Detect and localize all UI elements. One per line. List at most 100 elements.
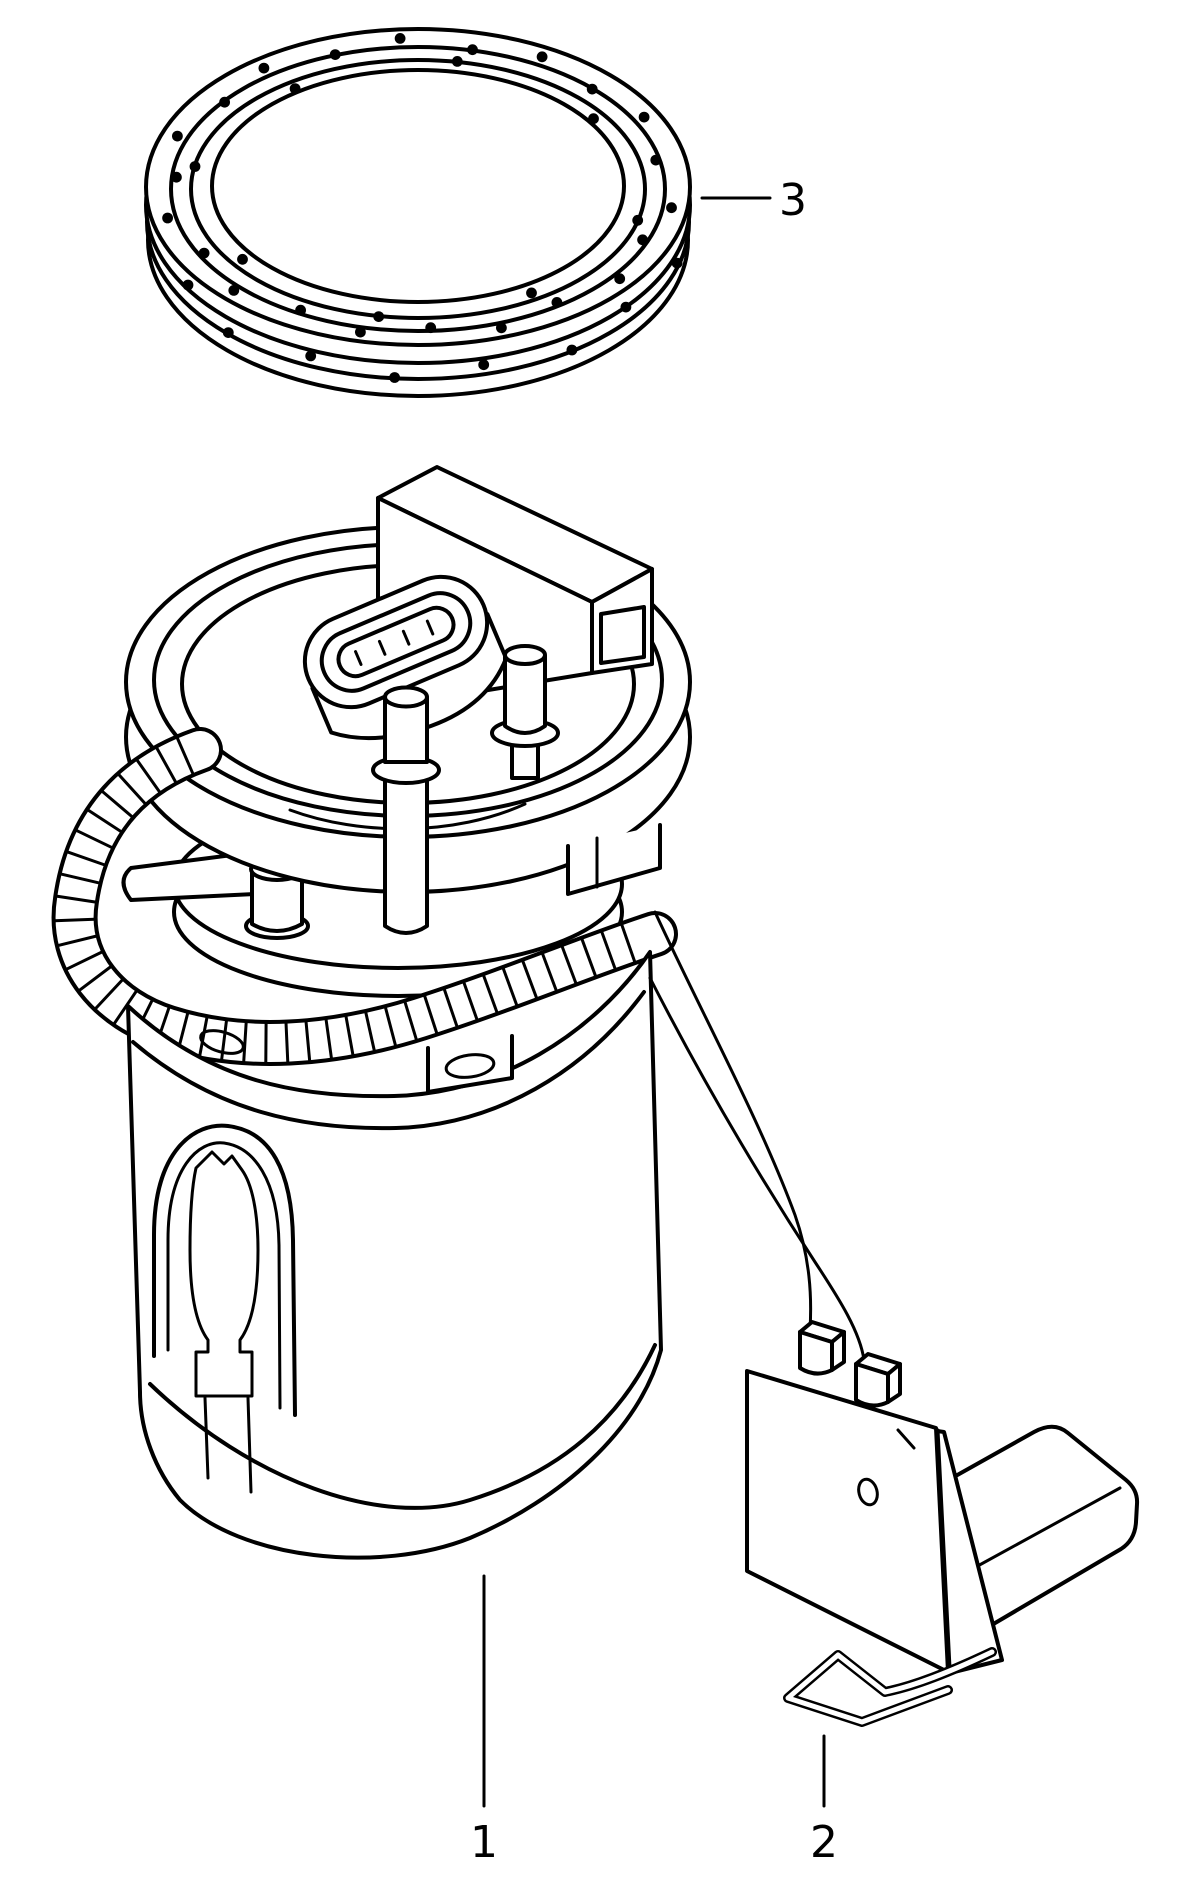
ring-dot [536,51,548,63]
wire-2 [648,976,866,1362]
corrugated-hose [51,727,678,1066]
hose-rib [112,989,138,1026]
callout-label-3[interactable]: 3 [779,175,807,226]
sealing-ring [144,27,692,398]
plate-clip [896,1428,916,1450]
hose-rib [54,894,98,904]
ring-dot [551,297,563,308]
ring-dot [219,96,231,108]
hose-rib [77,965,113,993]
ring-dot [632,214,644,226]
socket-pins [354,619,435,666]
ring-dot [526,287,537,299]
hose-rib [521,959,539,1000]
rim-band-line [131,990,646,1131]
ring-dot [638,111,650,123]
ring-dot [467,44,478,56]
hose-rib [324,1017,333,1061]
body-silhouette [126,950,663,1560]
hose-rib [53,917,97,923]
ring-hole [210,68,626,304]
ring-dot [586,83,598,95]
hose-rib [284,1021,290,1065]
ring-dot [671,257,683,269]
ring-dot [189,161,201,172]
side-bracket [566,823,662,896]
ring-dot [451,56,463,67]
ring-dot [289,83,301,94]
hose-rib [64,950,104,971]
hose-rib [304,1019,312,1063]
socket-inner [336,605,456,679]
ring-dot [237,253,248,265]
channel-inner [166,1141,282,1410]
return-pipe-body [503,654,547,735]
ring-dot [228,285,240,296]
hose-rib [442,987,459,1029]
ring-dot [566,344,578,356]
hose-rib [501,966,519,1008]
hose-rib [175,736,195,776]
channel-rail-right [246,1396,253,1494]
ring-dot [305,350,317,362]
ring-dot [355,326,366,338]
hose-rib [155,746,178,784]
wire-1 [653,910,813,1332]
channel-outer [152,1123,297,1417]
connector-plug-1 [798,1320,846,1376]
hose-rib [600,929,617,971]
ring-dot [478,359,490,371]
float-housing-edge [972,1486,1122,1570]
hose-rib [198,1015,209,1058]
callout-label-1[interactable]: 1 [470,1817,498,1868]
ring-dot [329,49,341,60]
ring-dot [258,62,270,74]
sender-wiring [648,910,902,1408]
jumper-tube [121,850,258,902]
block-recessed-panel [599,605,646,665]
plug2-side [886,1362,902,1404]
ring-dot [172,130,183,142]
hose-rib [93,978,125,1011]
hose-rib [540,951,558,993]
ring-dot [295,304,306,316]
plate-hole [857,1477,879,1507]
return-pipe-top [503,644,547,666]
ring-dot [171,171,182,183]
ring-groove-outer [169,45,667,333]
hose-rib [344,1014,355,1057]
reservoir-body [126,950,663,1560]
stub-body [250,868,304,933]
connector-plug-2 [854,1352,902,1408]
hose-rib [100,789,134,819]
hose-rib [56,934,99,948]
ring-top-face [144,27,692,347]
float-arm-wire-core [785,1649,995,1725]
supply-pipe-upper [383,696,429,764]
callout-label-2[interactable]: 2 [810,1817,838,1868]
hose-rib [482,973,499,1015]
hose-ribs [53,736,637,1065]
bottom-cap-line [148,1343,657,1510]
ring-dot [650,154,662,166]
return-pipe [490,644,560,780]
channel-rail-left [203,1396,210,1480]
supply-pipe-top [383,685,429,709]
hose-rib [117,772,147,806]
hose-rib [423,994,439,1036]
ring-dot [389,372,400,383]
ring-dot [496,322,507,334]
ring-groove-inner [189,58,647,320]
ring-dot [588,113,599,125]
ring-dot [182,279,194,291]
hose-rib [383,1005,398,1048]
hose-rib [65,850,107,867]
ring-dot [162,212,174,224]
hose-rib [135,758,162,794]
ring-dimples [162,33,683,383]
ring-dot [373,311,385,322]
ring-dot [637,234,648,246]
socket-mid [319,591,473,693]
ring-dot [666,202,677,214]
